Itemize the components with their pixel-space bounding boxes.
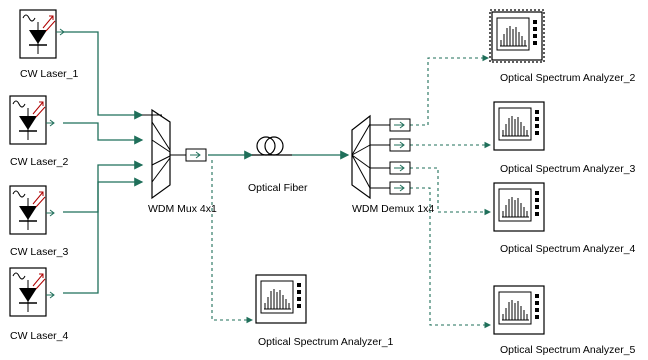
osa-2-label: Optical Spectrum Analyzer_2 [500,72,636,84]
laser-1-label: CW Laser_1 [20,68,79,80]
link-demux-osa-2[interactable] [410,54,490,126]
cw-laser-4-block[interactable] [9,267,55,317]
cw-laser-2-block[interactable] [9,95,55,145]
cw-laser-3-block[interactable] [9,185,55,235]
laser-4-label: CW Laser_4 [10,330,69,342]
osa-4-label: Optical Spectrum Analyzer_4 [500,243,636,255]
monitor-links [211,54,492,329]
wdm-mux-block[interactable] [142,108,207,200]
optical-fiber-block[interactable] [252,136,292,156]
osa-5-label: Optical Spectrum Analyzer_5 [500,344,636,356]
osa-2-block[interactable] [489,9,545,63]
link-laser-2-mux[interactable] [63,122,144,145]
osa-5-block[interactable] [493,285,545,335]
osa-1-block[interactable] [255,274,307,324]
osa-4-block[interactable] [493,182,545,232]
link-laser-3-mux[interactable] [63,160,144,213]
demux-label: WDM Demux 1x4 [352,203,435,215]
laser-3-label: CW Laser_3 [10,246,69,258]
wdm-demux-block[interactable] [351,114,411,200]
laser-to-mux-links [63,31,350,294]
cw-laser-1-block[interactable] [19,9,65,59]
fiber-label: Optical Fiber [248,182,308,194]
osa-3-label: Optical Spectrum Analyzer_3 [500,163,636,175]
link-laser-4-mux[interactable] [63,177,144,294]
osa-1-label: Optical Spectrum Analyzer_1 [258,336,394,348]
osa-3-block[interactable] [493,101,545,151]
link-demux-osa-5[interactable] [410,187,492,329]
laser-2-label: CW Laser_2 [10,156,69,168]
link-laser-1-mux[interactable] [63,31,144,120]
demux-output-ports [370,118,411,195]
mux-label: WDM Mux 4x1 [148,203,217,215]
link-demux-osa-4[interactable] [410,167,492,216]
link-mux-osa-1[interactable] [211,160,254,324]
